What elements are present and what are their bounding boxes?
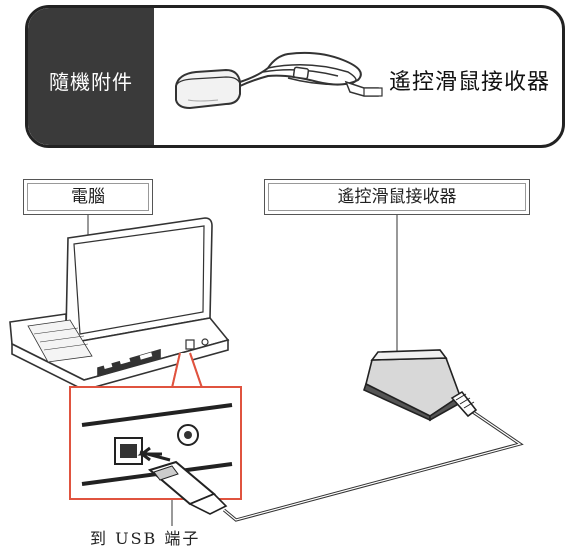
laptop-illustration [9, 217, 230, 391]
receiver-cable [222, 408, 524, 522]
usb-port-label: 到 USB 端子 [90, 529, 201, 548]
receiver-label: 遙控滑鼠接收器 [264, 179, 530, 215]
accessory-section-label: 隨機附件 [49, 70, 133, 94]
accessory-panel: 隨機附件 遙控滑鼠接收器 [25, 5, 565, 148]
accessory-tab: 隨機附件 [28, 8, 154, 145]
usb-port-zoom-callout [69, 352, 242, 515]
computer-label: 電腦 [23, 179, 153, 215]
accessory-item-label: 遙控滑鼠接收器 [389, 70, 551, 95]
receiver-illustration [363, 349, 478, 422]
receiver-accessory-illustration [175, 51, 383, 110]
